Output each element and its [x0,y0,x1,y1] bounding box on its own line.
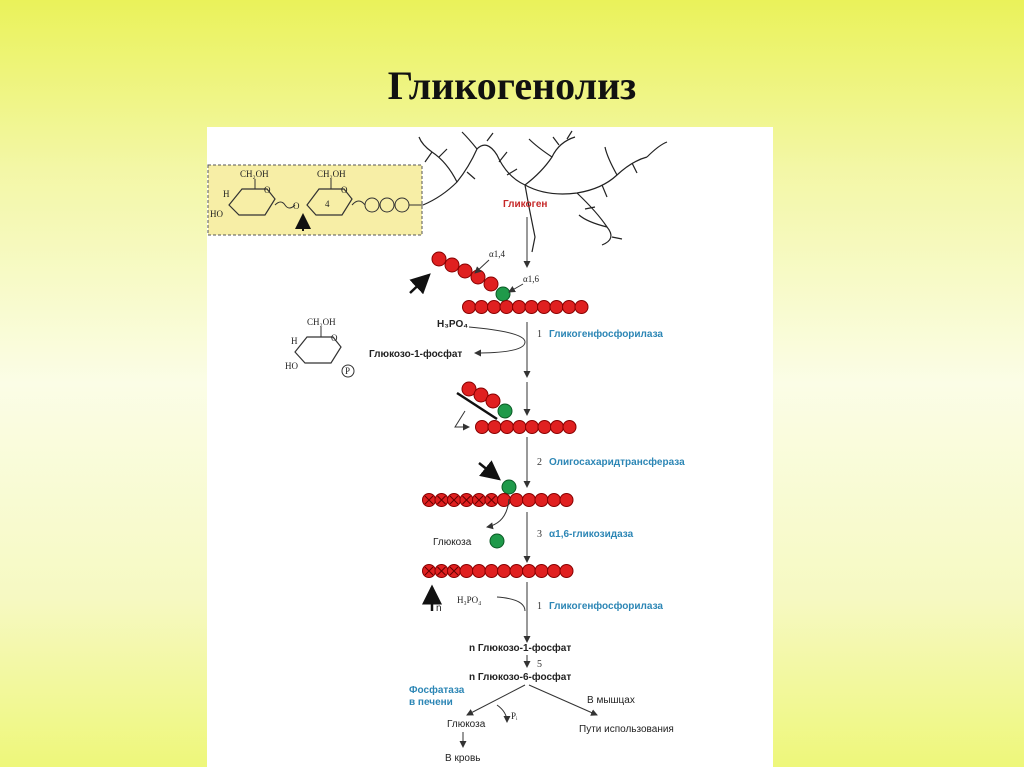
free-glucose-residue [489,533,505,549]
phosphatase-label-line2: в печени [409,697,453,708]
main-chain-3 [422,493,574,507]
cleaved-bond-mark [462,495,471,505]
glucose-residue [549,300,564,314]
step-1-enzyme: Гликогенфосфорилаза [549,328,663,340]
glucose-residue [537,300,551,314]
pi-label: Pᵢ [511,711,518,721]
cleaved-bond-mark [437,495,446,505]
n-glucose-1-phosphate-label: n Глюкозо-1-фосфат [469,642,571,654]
glucose-residue [509,493,524,507]
glucose-residue [475,420,489,434]
glucose-residue [524,300,539,314]
step-3-number: 3 [537,529,542,540]
glucose-1-phosphate-structure: CH₂OH H HO O P [285,317,355,378]
glucose-residue [462,300,476,314]
phosphatase-label-line1: Фосфатаза [409,684,465,696]
step-3-enzyme: α1,6-гликозидаза [549,529,634,540]
glucose-residue [500,420,514,434]
main-chain-1 [462,300,589,314]
glucose-residue [525,420,539,434]
n-label: n [436,603,442,614]
branch-glucose-residue [501,479,517,495]
glucose-label: Глюкоза [433,537,472,548]
glycosidic-o-label: O [293,201,300,211]
glucose-residue [522,564,536,578]
h3po4-small-label: H₃PO₄ [457,595,481,605]
glucose-residue [512,300,526,314]
glucose-residue [459,564,474,578]
ch2oh-label-2: CH₂OH [317,169,346,179]
glucose-residue [487,420,502,434]
glucose-residue [522,493,536,507]
glycogen-fragment-2 [454,381,513,431]
phosphate-label: P [345,366,350,376]
slide-title: Гликогенолиз [387,63,637,108]
glucose-residue [484,564,499,578]
main-chain-4 [422,564,574,578]
step-2-enzyme: Олигосахаридтрансфераза [549,456,685,468]
ch2oh-label-1: CH₂OH [240,169,269,179]
step-4-enzyme: Гликогенфосфорилаза [549,600,663,612]
glucose-residue [534,493,549,507]
glucose-residue [559,564,574,578]
ho-label-1: HO [210,209,223,219]
glucose-residue [509,564,524,578]
glucose-residue [562,420,577,434]
n-glucose-6-phosphate-label: n Глюкозо-6-фосфат [469,671,571,683]
step-4-number: 1 [537,601,542,612]
o-label-2: O [341,185,348,195]
glucose-residue [534,564,549,578]
glycogen-branching-tree [418,130,668,253]
to-blood-label: В кровь [445,753,480,764]
usage-paths-label: Пути использования [579,724,674,735]
step-5-number: 5 [537,659,542,670]
glucose-residue [559,493,574,507]
glucose-residue [512,420,527,434]
cleaved-bond-mark [449,495,459,505]
h-label-2: H [291,336,298,346]
glucose-residue [474,300,489,314]
glucose-residue [487,300,501,314]
glycogen-fragment-1 [431,251,511,302]
glucose-1-phosphate-label: Глюкозо-1-фосфат [369,348,462,360]
glycogen-label: Гликоген [503,199,547,210]
glucose-residue [547,564,561,578]
alpha-1-6-label: α1,6 [523,274,539,284]
o-label-3: O [331,333,338,343]
alpha-1-4-label: α1,4 [489,249,505,259]
cleaved-bond-mark [424,495,434,505]
ch2oh-label-3: CH₂OH [307,317,336,327]
muscles-label: В мышцах [587,695,635,706]
glucose-chain-structure-inset: CH₂OH H HO O O CH₂OH O 4 [207,164,423,236]
glucose-residue [499,300,514,314]
step-2-number: 2 [537,457,542,468]
glucose-residue [547,493,561,507]
ring-number-label: 4 [325,199,330,209]
cleaved-bond-mark [424,566,434,576]
free-glucose-label: Глюкоза [447,719,486,730]
glucose-residue [537,420,552,434]
glucose-residue [550,420,564,434]
step-1-number: 1 [537,329,542,340]
h-label-1: H [223,189,230,199]
cleaved-bond-mark [487,495,496,505]
ho-label-2: HO [285,361,298,371]
glucose-residue [562,300,576,314]
cleaved-bond-mark [474,495,484,505]
o-label-1: O [264,185,271,195]
main-chain-2 [475,420,577,434]
cleaved-bond-mark [449,566,459,576]
glucose-residue [497,564,511,578]
glycogenolysis-diagram: CH₂OH H HO O O CH₂OH O 4 Гликоген [207,127,773,767]
cleaved-bond-mark [437,566,446,576]
glucose-residue [472,564,486,578]
glucose-residue [574,300,589,314]
h3po4-label: H₃PO₄ [437,319,468,330]
